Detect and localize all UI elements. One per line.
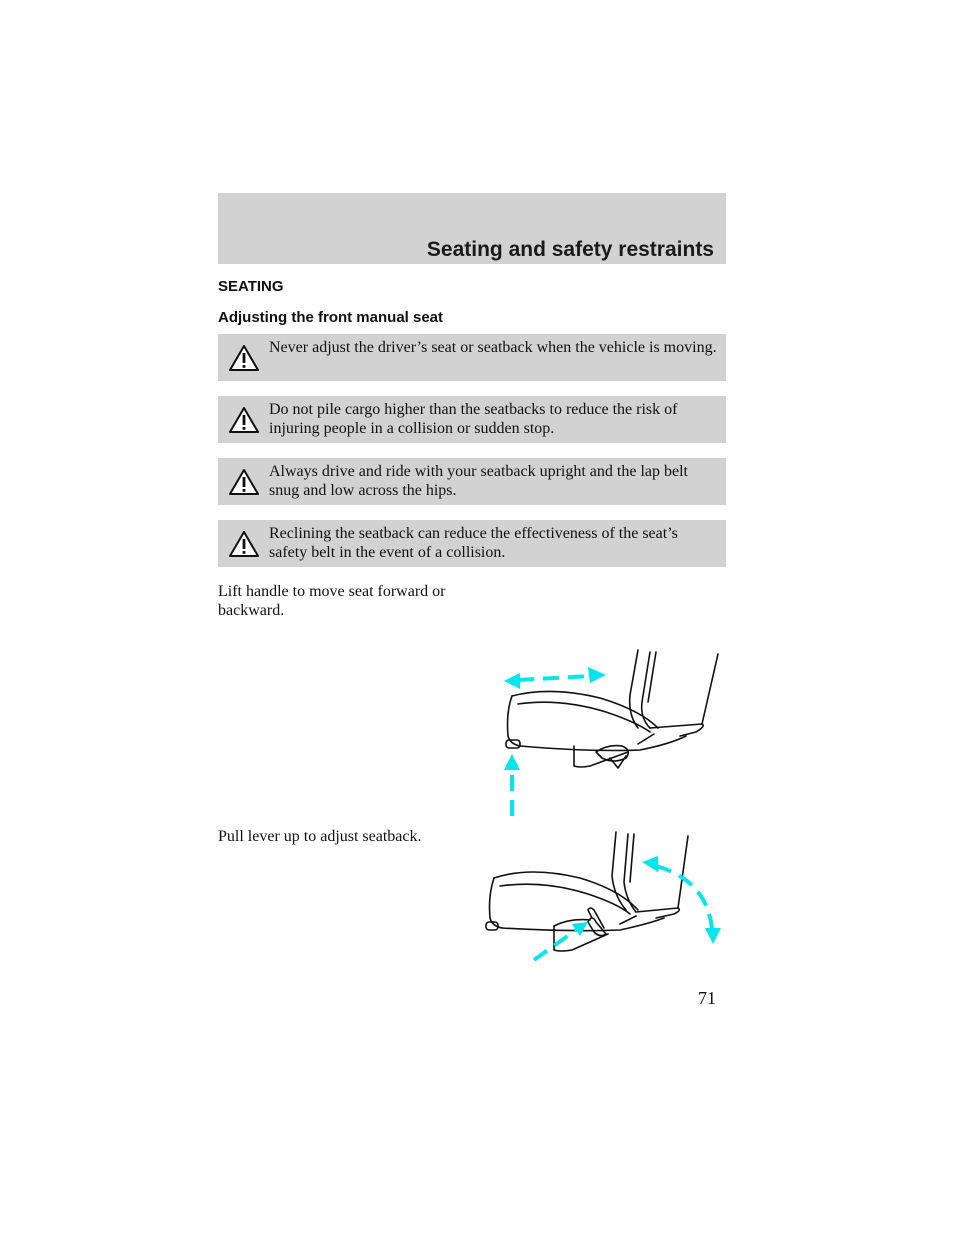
warning-text: Never adjust the driver’s seat or seatba… — [269, 339, 717, 356]
warning-triangle-icon — [229, 407, 259, 433]
warning-text: Reclining the seatback can reduce the ef… — [269, 525, 678, 561]
warning-text: Do not pile cargo higher than the seatba… — [269, 401, 678, 437]
warning-text: Always drive and ride with your seatback… — [269, 463, 688, 499]
warning-box: Always drive and ride with your seatback… — [218, 458, 726, 505]
warning-triangle-icon — [229, 531, 259, 557]
page-number: 71 — [698, 988, 716, 1008]
sub-heading: Adjusting the front manual seat — [218, 309, 444, 326]
instruction-recline: Pull lever up to adjust seatback. — [218, 828, 422, 845]
warning-box: Do not pile cargo higher than the seatba… — [218, 396, 726, 443]
warning-box: Reclining the seatback can reduce the ef… — [218, 520, 726, 567]
section-header-band: Seating and safety restraints — [218, 193, 726, 264]
seatback-recline-illustration — [485, 831, 721, 962]
section-title: Seating and safety restraints — [426, 238, 714, 261]
seat-fore-aft-illustration — [504, 649, 719, 816]
warning-box: Never adjust the driver’s seat or seatba… — [218, 334, 726, 381]
warning-triangle-icon — [229, 469, 259, 495]
warning-triangle-icon — [229, 345, 259, 371]
section-heading: SEATING — [218, 278, 284, 295]
instruction-fore-aft: Lift handle to move seat forward or back… — [218, 583, 446, 619]
